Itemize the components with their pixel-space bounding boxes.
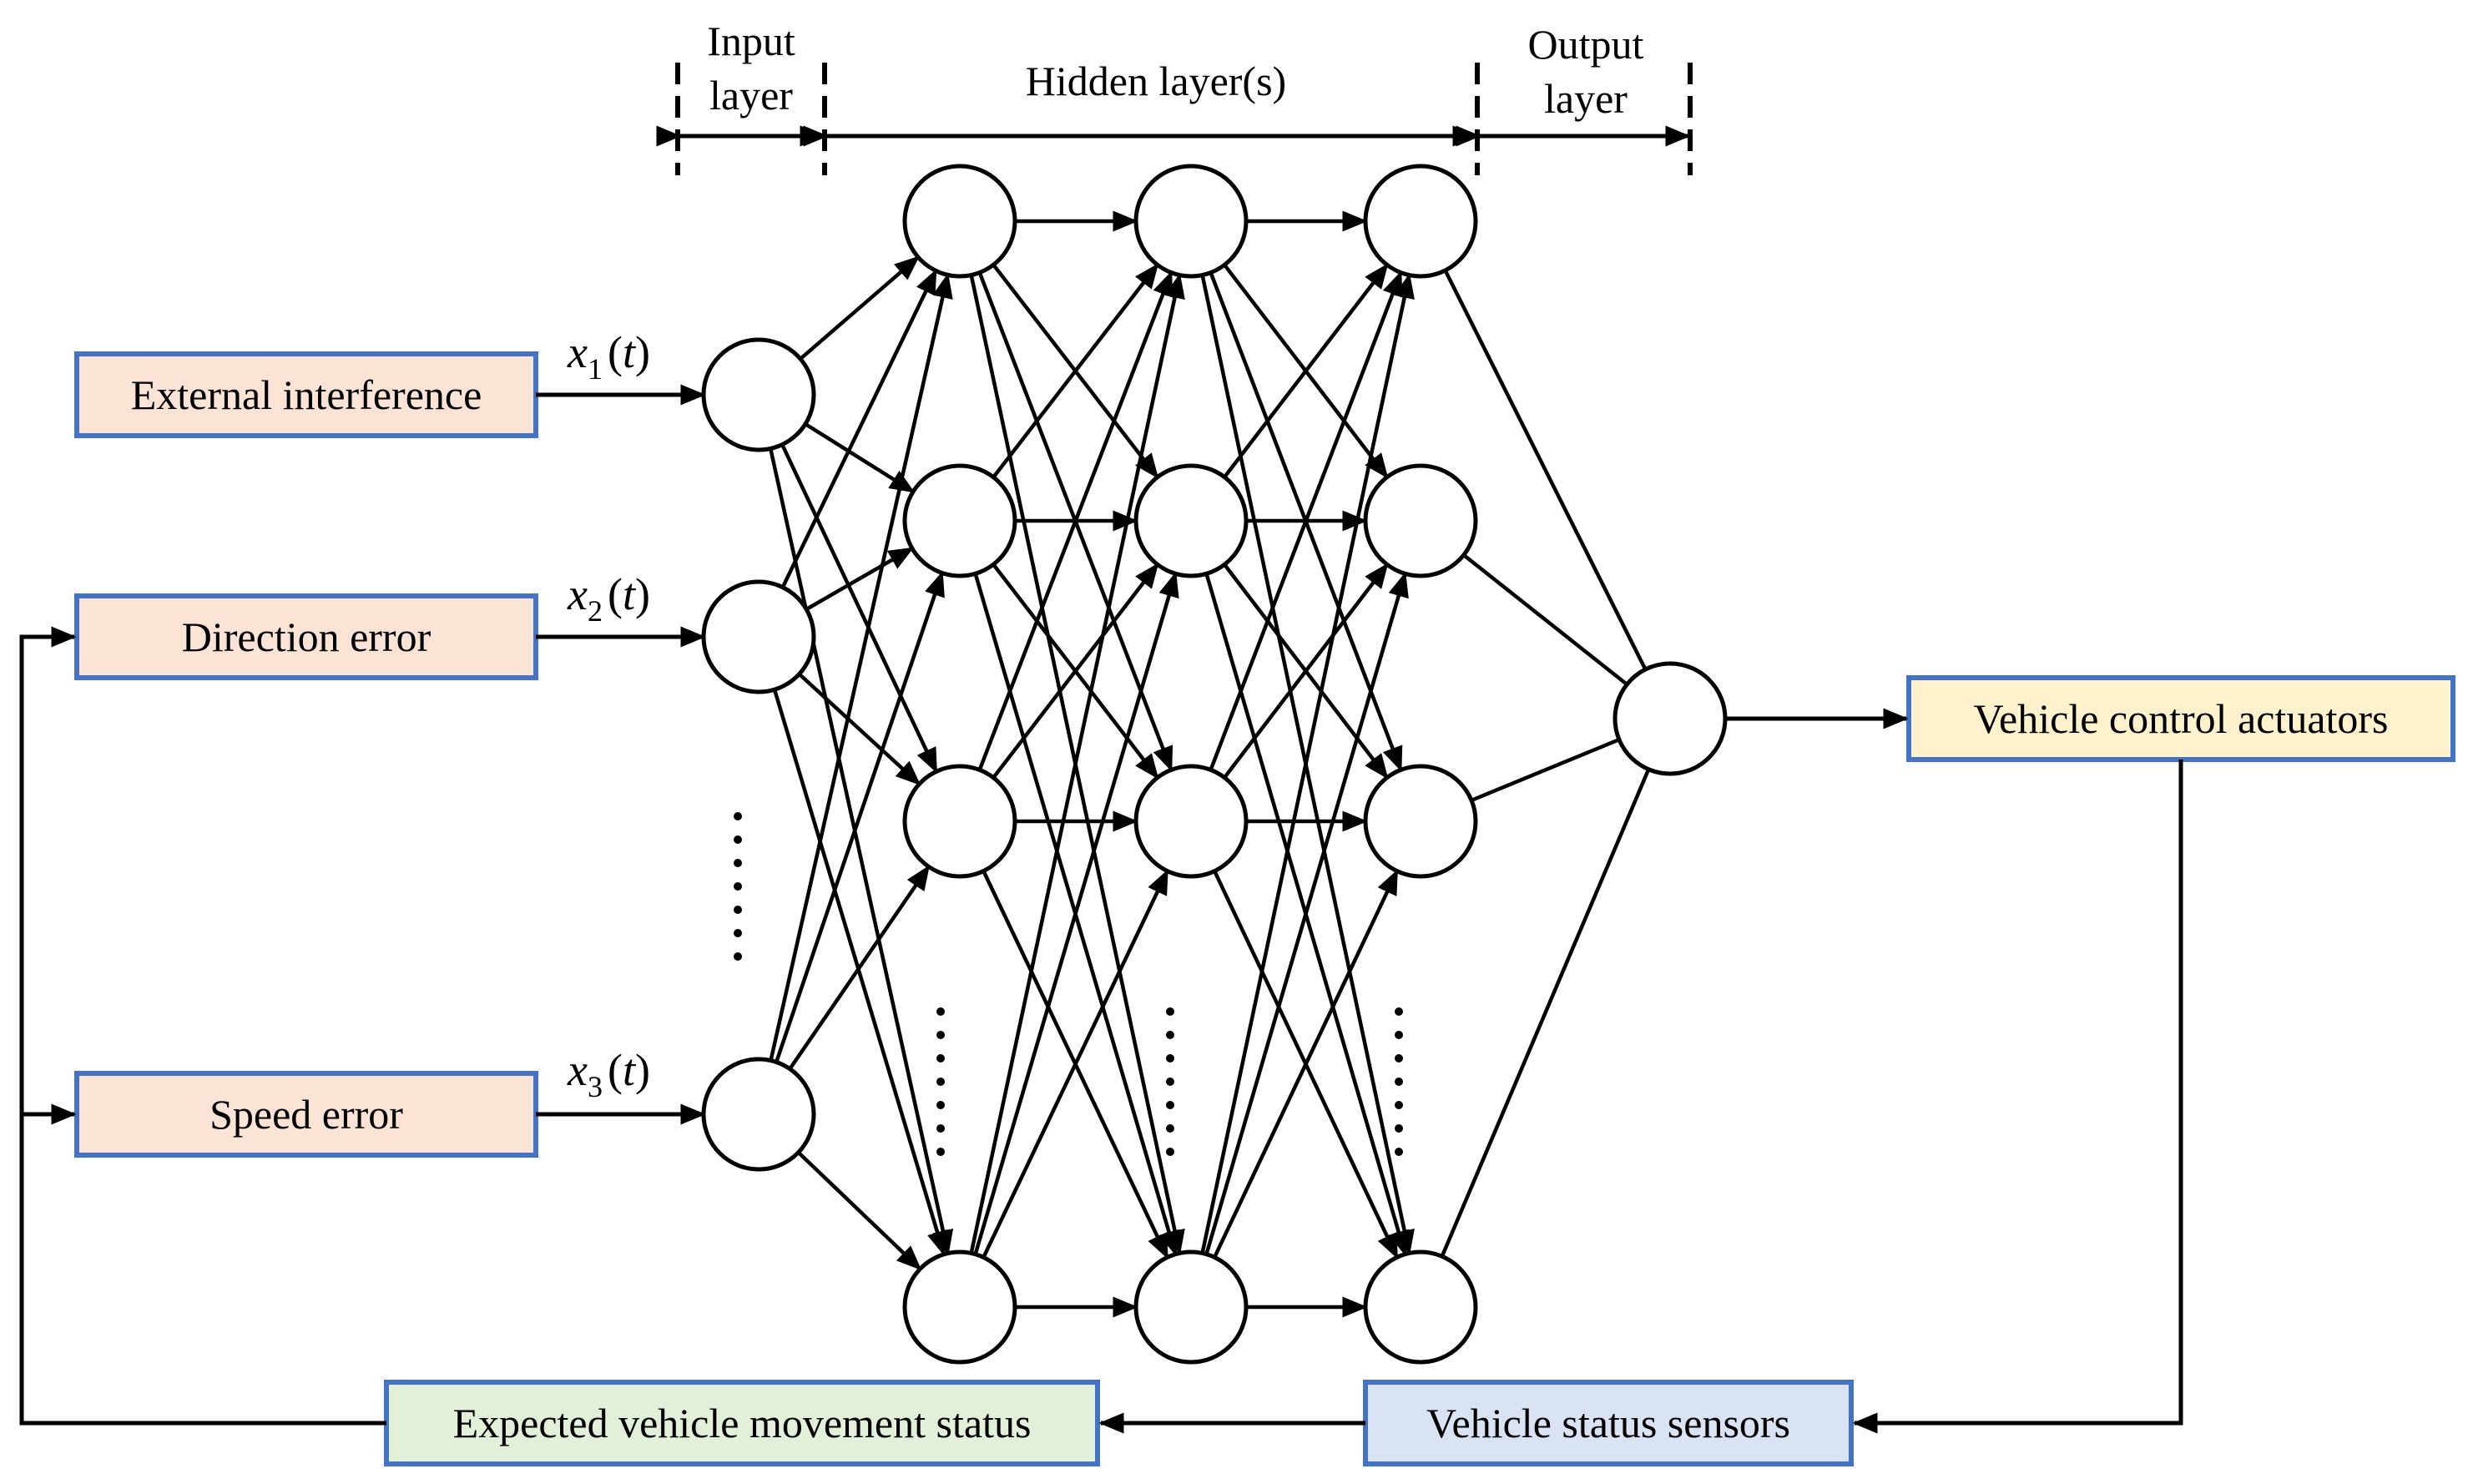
input-box-external-interference: External interference [74,351,538,438]
ellipsis-dot-2-4 [1166,1101,1174,1109]
connection-l2-3-to-2 [1213,869,1399,1259]
connection-l0-2-to-2 [788,865,931,1070]
input-layer-title-line1: Input [707,18,795,64]
layer-headers [656,63,1693,175]
input-layer-title-line2: layer [709,72,793,119]
connection-l2-2-to-0 [1209,270,1403,771]
ellipsis-dot-1-0 [936,1007,945,1016]
connection-l0-2-to-1 [775,571,945,1063]
input-variable-x1: x1(t) [567,327,650,386]
neuron-layer0-0 [701,337,816,452]
neuron-layer2-1 [1133,463,1249,578]
ellipsis-dot-2-6 [1166,1148,1174,1156]
ellipsis-dot-3-4 [1395,1101,1403,1109]
output-layer-title-line2: layer [1544,75,1628,122]
connection-l1-2-to-0 [977,270,1173,771]
input-label-direction-error: Direction error [182,613,432,660]
ellipsis-dot-3-1 [1395,1031,1403,1039]
neuron-layer1-2 [902,764,1017,879]
neuron-layer3-1 [1363,463,1478,578]
ellipsis-dot-0-0 [734,812,742,820]
input-label-external-interference: External interference [131,371,482,418]
ellipsis-dot-3-5 [1395,1124,1403,1133]
connection-l0-0-to-3 [769,448,954,1255]
ellipsis-dot-1-2 [936,1054,945,1063]
sensors-label: Vehicle status sensors [1426,1400,1790,1446]
neuron-layer1-1 [902,463,1017,578]
vehicle-control-actuators-box: Vehicle control actuators [1906,675,2455,762]
expected-status-label: Expected vehicle movement status [453,1400,1032,1446]
connection-l0-1-to-2 [798,672,921,786]
connection-l3-2-to-0 [1471,738,1620,802]
vehicle-status-sensors-box: Vehicle status sensors [1363,1380,1854,1466]
ellipsis-dot-0-5 [734,929,742,937]
ellipsis-dot-2-3 [1166,1078,1174,1086]
ellipsis-dot-3-0 [1395,1007,1403,1016]
ellipsis-dot-2-0 [1166,1007,1174,1016]
input-arrows [536,384,706,1125]
connection-l0-2-to-3 [797,1151,922,1271]
ellipsis-dot-0-3 [734,882,742,891]
neuron-layer2-0 [1133,164,1249,279]
neuron-layer0-1 [701,579,816,694]
connection-l2-2-to-1 [1223,563,1389,779]
neuron-layer1-3 [902,1249,1017,1365]
neuron-ellipses [734,812,1403,1156]
connection-l2-3-to-1 [1204,572,1409,1255]
connection-l0-1-to-3 [772,689,948,1257]
ellipsis-dot-2-5 [1166,1124,1174,1133]
connection-l3-3-to-0 [1440,768,1651,1258]
feedback-loop [19,626,2183,1434]
connection-l0-0-to-1 [804,422,916,493]
ellipsis-dot-0-4 [734,906,742,914]
ellipsis-dot-1-6 [936,1148,945,1156]
hidden-layer-title: Hidden layer(s) [1026,58,1286,104]
connection-l0-0-to-0 [799,255,920,361]
ellipsis-dot-3-6 [1395,1148,1403,1156]
ellipsis-dot-1-3 [936,1078,945,1086]
expected-vehicle-movement-status-box: Expected vehicle movement status [384,1380,1100,1466]
ellipsis-dot-1-4 [936,1101,945,1109]
connection-l1-2-to-1 [992,563,1159,780]
ellipsis-dot-0-6 [734,952,742,961]
connection-l1-3-to-1 [973,571,1179,1255]
ellipsis-dot-1-5 [936,1124,945,1133]
connection-l1-3-to-2 [982,869,1169,1259]
ellipsis-dot-1-1 [936,1031,945,1039]
ellipsis-dot-0-1 [734,835,742,844]
neuron-layer2-3 [1133,1249,1249,1365]
network-neurons [701,164,1728,1365]
connection-l0-2-to-0 [769,272,953,1062]
connection-l3-1-to-0 [1462,553,1628,686]
output-layer-title-line1: Output [1528,21,1644,68]
connection-l2-1-to-0 [1223,263,1389,478]
input-label-speed-error: Speed error [209,1091,403,1138]
connection-l1-1-to-0 [992,263,1159,479]
connection-l0-1-to-1 [805,547,914,611]
neuron-layer2-2 [1133,764,1249,879]
connection-l0-0-to-2 [780,443,938,774]
neuron-layer3-2 [1363,764,1478,879]
neuron-layer3-3 [1363,1249,1478,1365]
neuron-layer0-2 [701,1057,816,1172]
ellipsis-dot-3-3 [1395,1078,1403,1086]
ellipsis-dot-2-1 [1166,1031,1174,1039]
connection-l3-0-to-0 [1443,269,1648,671]
connection-l2-3-to-0 [1200,273,1415,1254]
ellipsis-dot-0-2 [734,859,742,867]
input-variable-x2: x2(t) [567,569,650,628]
actuators-label: Vehicle control actuators [1973,695,2388,742]
network-connections [769,210,1651,1318]
ellipsis-dot-2-2 [1166,1054,1174,1063]
neuron-layer1-0 [902,164,1017,279]
connection-l0-1-to-0 [780,269,938,588]
ellipsis-dot-3-2 [1395,1054,1403,1063]
connection-l1-3-to-0 [969,273,1185,1254]
input-box-speed-error: Speed error [74,1071,538,1158]
input-variable-x3: x3(t) [567,1045,650,1103]
neuron-layer4-0 [1612,661,1728,776]
input-box-direction-error: Direction error [74,593,538,680]
neuron-layer3-0 [1363,164,1478,279]
